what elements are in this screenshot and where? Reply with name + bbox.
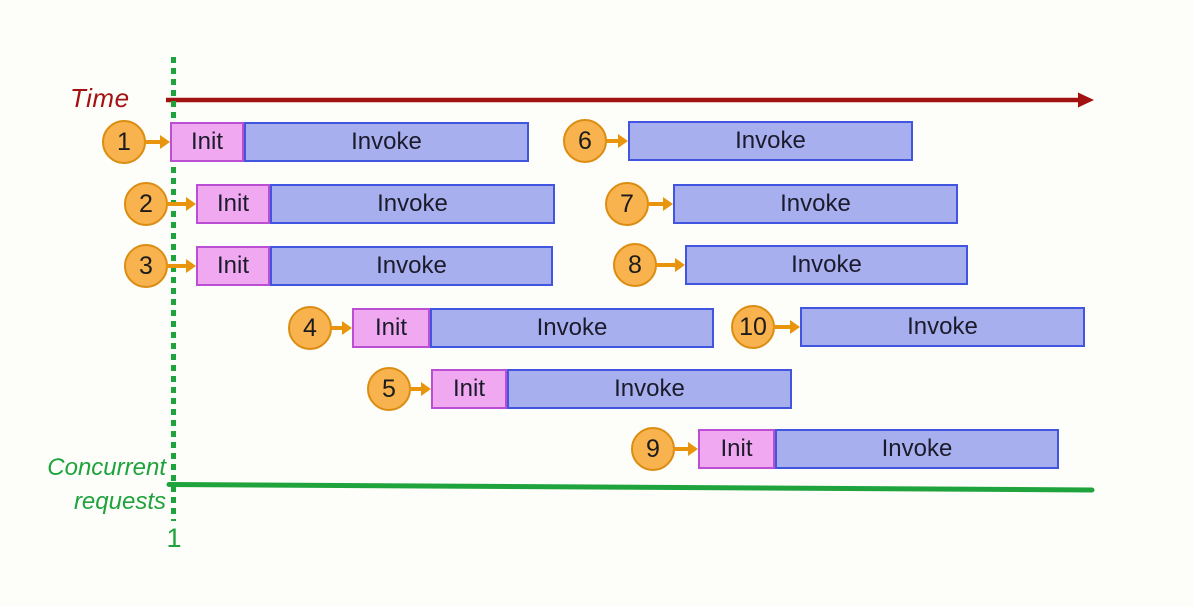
request-arrowhead-icon [790, 319, 800, 334]
concurrency-baseline [166, 482, 1095, 493]
request-arrowhead-icon [618, 133, 628, 148]
request-arrow-icon [166, 263, 188, 268]
request-number-badge: 2 [124, 182, 168, 226]
request-number-badge: 9 [631, 427, 675, 471]
invoke-bar: Invoke [800, 307, 1085, 347]
invoke-bar: Invoke [270, 246, 553, 286]
concurrency-axis-label: Concurrent requests [16, 451, 166, 519]
invoke-bar: Invoke [685, 245, 968, 285]
request-arrowhead-icon [421, 381, 431, 396]
request-number-badge: 6 [563, 119, 607, 163]
request-arrow-icon [409, 386, 423, 391]
request-arrow-icon [647, 201, 665, 206]
request-arrowhead-icon [186, 258, 196, 273]
request-number-badge: 10 [731, 305, 775, 349]
request-number-badge: 8 [613, 243, 657, 287]
request-arrow-icon [673, 446, 690, 451]
init-bar: Init [431, 369, 507, 409]
time-axis-arrowhead-icon [1078, 92, 1094, 108]
request-arrow-icon [144, 139, 162, 144]
invoke-bar: Invoke [270, 184, 555, 224]
request-arrowhead-icon [342, 320, 352, 335]
init-bar: Init [352, 308, 430, 348]
request-arrowhead-icon [675, 257, 685, 272]
concurrency-tick-label: 1 [166, 523, 182, 553]
request-arrowhead-icon [688, 441, 698, 456]
time-origin-dotted-line [171, 57, 176, 521]
init-bar: Init [170, 122, 244, 162]
request-arrowhead-icon [160, 134, 170, 149]
request-arrow-icon [330, 325, 344, 330]
request-number-badge: 3 [124, 244, 168, 288]
request-arrow-icon [166, 201, 188, 206]
invoke-bar: Invoke [507, 369, 792, 409]
request-arrow-icon [605, 138, 620, 143]
request-number-badge: 5 [367, 367, 411, 411]
concurrency-axis-label-line1: Concurrent [47, 454, 166, 481]
request-number-badge: 4 [288, 306, 332, 350]
request-arrow-icon [773, 324, 792, 329]
invoke-bar: Invoke [673, 184, 958, 224]
time-axis-label: Time [70, 83, 130, 113]
init-bar: Init [196, 184, 270, 224]
request-arrow-icon [655, 262, 677, 267]
init-bar: Init [196, 246, 270, 286]
invoke-bar: Invoke [244, 122, 529, 162]
invoke-bar: Invoke [430, 308, 714, 348]
invoke-bar: Invoke [775, 429, 1059, 469]
request-arrowhead-icon [663, 196, 673, 211]
request-number-badge: 1 [102, 120, 146, 164]
request-arrowhead-icon [186, 196, 196, 211]
init-bar: Init [698, 429, 775, 469]
concurrency-axis-label-line2: requests [73, 488, 166, 515]
invoke-bar: Invoke [628, 121, 913, 161]
request-number-badge: 7 [605, 182, 649, 226]
